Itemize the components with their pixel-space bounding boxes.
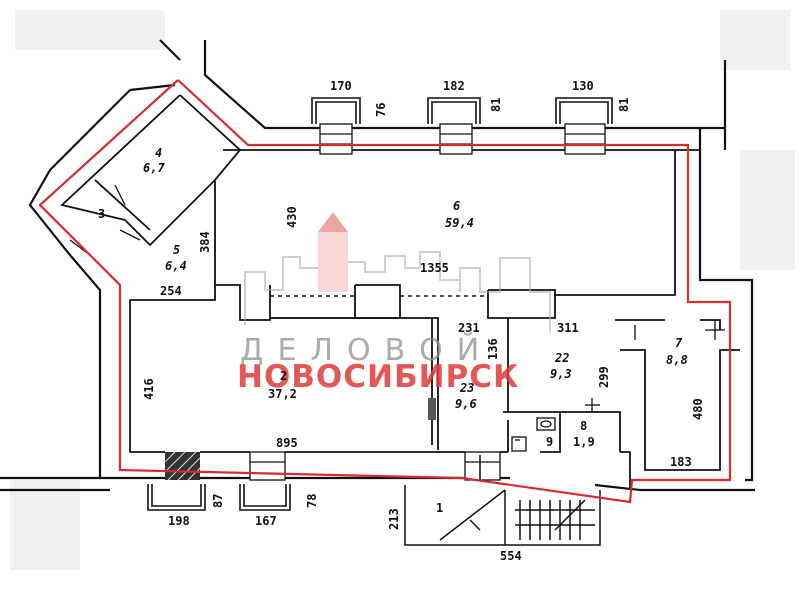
column-hatch	[428, 398, 436, 420]
room-5-number: 5	[173, 243, 180, 257]
entrance-stairs	[404, 455, 601, 546]
window-bottom-3	[464, 451, 501, 481]
room-2-number: 2	[280, 369, 287, 383]
boundary-outline	[38, 79, 732, 504]
room-6-number: 6	[453, 199, 460, 213]
watermark-line1: ДЕЛОВОЙ	[240, 332, 493, 368]
dim-87: 87	[211, 494, 225, 508]
hatched-window	[164, 451, 201, 481]
room-23-number: 23	[459, 381, 474, 395]
room-8-number: 8	[580, 419, 587, 433]
dashed-partition	[270, 295, 488, 319]
background-texture	[10, 10, 795, 570]
dim-311: 311	[557, 321, 579, 335]
dim-170: 170	[330, 79, 352, 93]
dim-299: 299	[597, 366, 611, 388]
windows	[249, 123, 606, 481]
dim-895: 895	[276, 436, 298, 450]
interior-walls	[60, 94, 740, 488]
room-9-number: 9	[546, 435, 553, 449]
dim-76: 76	[374, 103, 388, 117]
room-22-number: 22	[554, 351, 569, 365]
room-22-area: 9,3	[550, 367, 572, 381]
window-top-1	[319, 123, 353, 155]
sanitary-fixtures	[69, 184, 725, 452]
watermark-building-icon	[244, 212, 551, 332]
dimension-labels: 170 76 182 81 130 81 430 384 254 1355 23…	[142, 79, 705, 563]
dim-213: 213	[387, 508, 401, 530]
dim-182: 182	[443, 79, 465, 93]
dim-254: 254	[160, 284, 182, 298]
toilet	[511, 436, 527, 452]
dim-167: 167	[255, 514, 277, 528]
room-1-number: 1	[436, 501, 443, 515]
dim-198: 198	[168, 514, 190, 528]
dim-554: 554	[500, 549, 522, 563]
washbasin	[536, 417, 556, 431]
window-top-3	[564, 123, 606, 155]
window-top-2	[439, 123, 473, 155]
window-bottom-2	[249, 451, 286, 481]
room-3-number: 3	[98, 207, 105, 221]
room-23-area: 9,6	[455, 397, 477, 411]
room-labels: 1 2 37,2 3 4 6,7 5 6,4 6 59,4 7 8,8 8 1,…	[98, 146, 688, 515]
dim-81a: 81	[489, 98, 503, 112]
dim-78: 78	[305, 494, 319, 508]
room-4-area: 6,7	[143, 161, 165, 175]
dim-136: 136	[486, 338, 500, 360]
dim-81b: 81	[617, 98, 631, 112]
dim-1355: 1355	[420, 261, 449, 275]
dim-430: 430	[285, 206, 299, 228]
room-2-area: 37,2	[268, 387, 297, 401]
dim-183: 183	[670, 455, 692, 469]
dim-130: 130	[572, 79, 594, 93]
watermark-line2: НОВОСИБИРСК	[237, 359, 519, 395]
room-5-area: 6,4	[165, 259, 187, 273]
dim-480: 480	[691, 398, 705, 420]
room-4-number: 4	[155, 146, 162, 160]
room-7-area: 8,8	[666, 353, 688, 367]
dim-384: 384	[198, 231, 212, 253]
dim-231: 231	[458, 321, 480, 335]
window-wells	[147, 97, 613, 511]
room-6-area: 59,4	[445, 216, 474, 230]
dim-416: 416	[142, 378, 156, 400]
room-8-area: 1,9	[573, 435, 595, 449]
room-7-number: 7	[675, 336, 683, 350]
